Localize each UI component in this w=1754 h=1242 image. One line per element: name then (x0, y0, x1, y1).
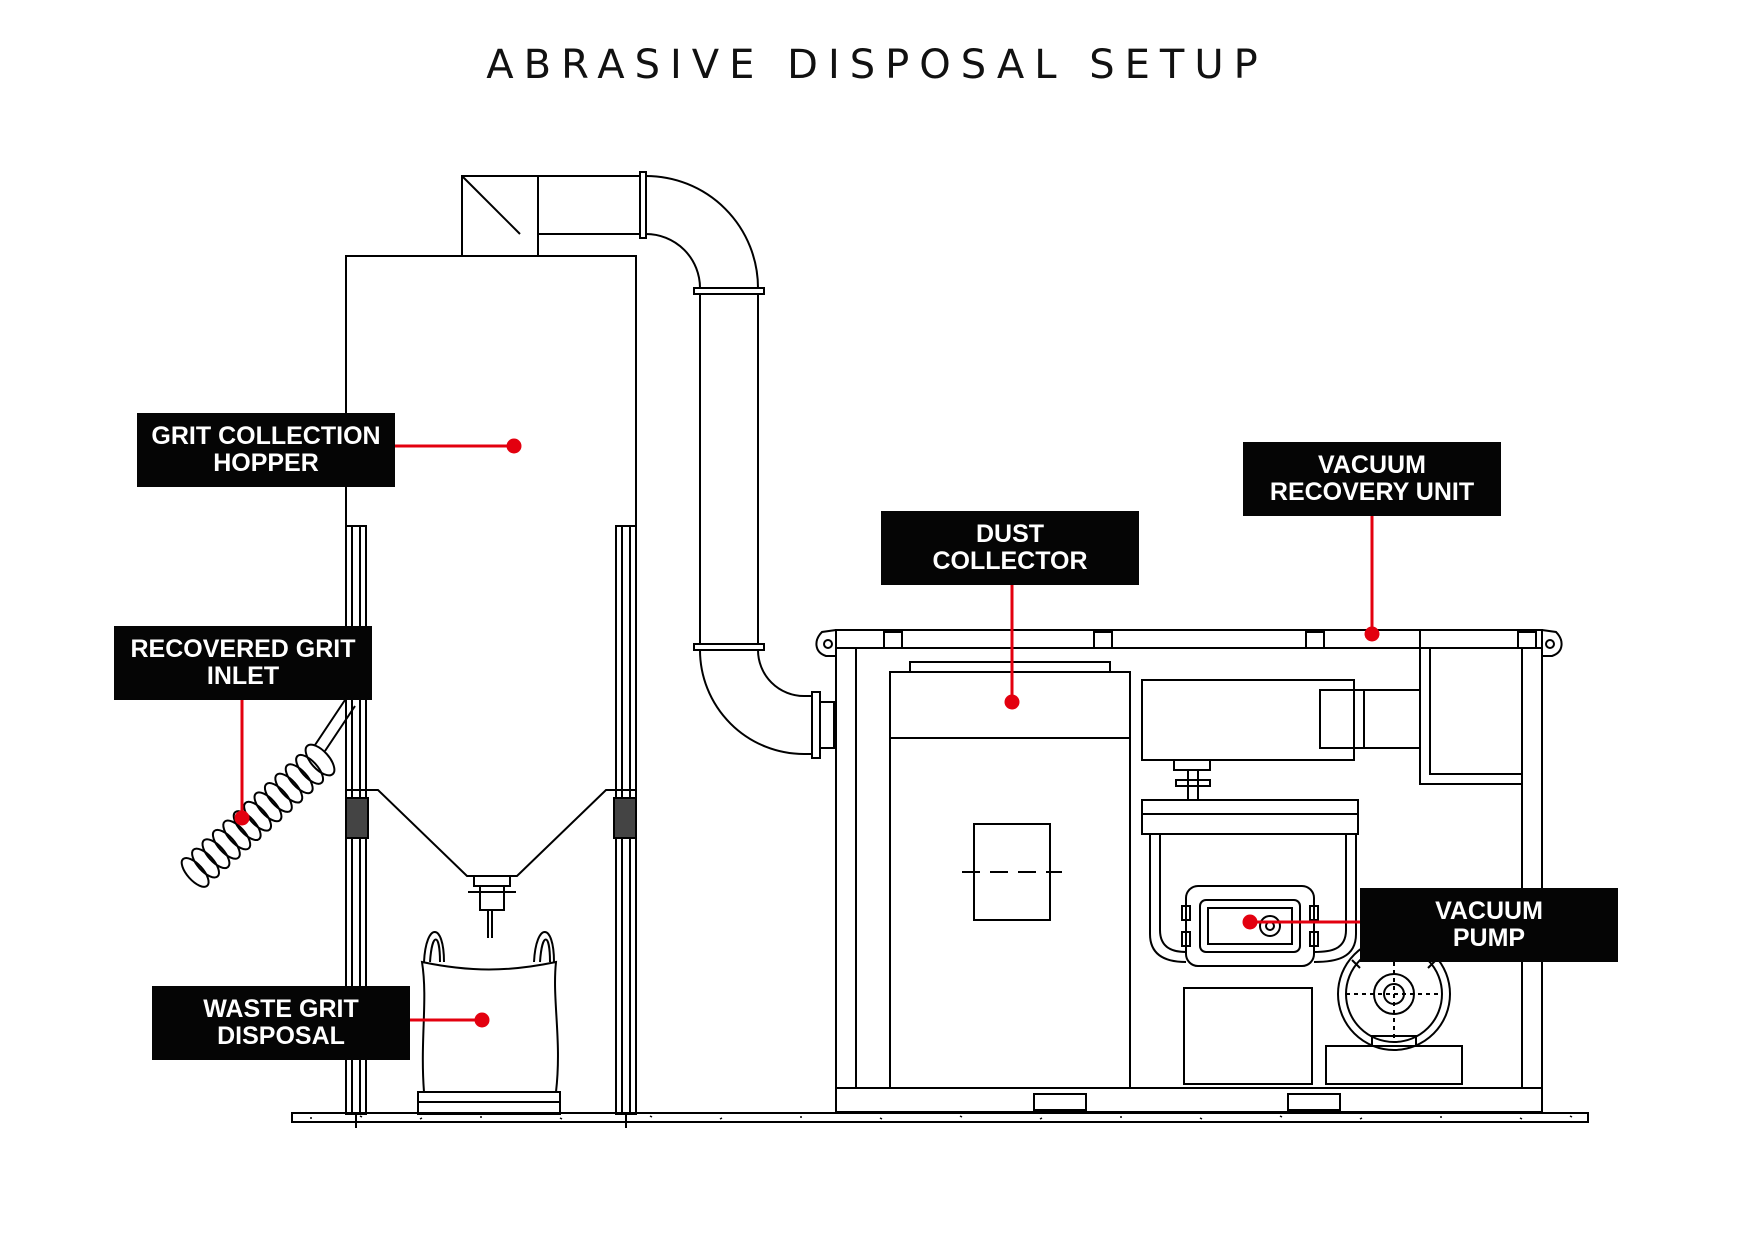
hopper-callout-dot (506, 438, 522, 454)
dust-callout-dot (1004, 694, 1020, 710)
label-dust-collector: DUST COLLECTOR (881, 511, 1139, 585)
inlet-callout-dot (234, 810, 250, 826)
label-hopper-line1: GRIT COLLECTION (151, 422, 381, 450)
label-waste-line1: WASTE GRIT (203, 995, 359, 1023)
label-inlet-line2: INLET (206, 662, 280, 690)
label-dust-line2: COLLECTOR (932, 547, 1088, 575)
page-title: ABRASIVE DISPOSAL SETUP (486, 42, 1268, 88)
label-pump-line1: VACUUM (1435, 897, 1543, 925)
waste-grit-bag (417, 931, 561, 1115)
label-waste-line2: DISPOSAL (217, 1022, 345, 1050)
label-vacuum-pump: VACUUM PUMP (1360, 888, 1618, 962)
label-vacuum-recovery-unit: VACUUM RECOVERY UNIT (1243, 442, 1501, 516)
label-pump-line2: PUMP (1452, 924, 1526, 952)
label-dust-line1: DUST (975, 520, 1045, 548)
silencer-ducting (1141, 630, 1522, 963)
vru-callout-dot (1364, 626, 1380, 642)
label-recovered-grit-inlet: RECOVERED GRIT INLET (114, 626, 372, 700)
waste-callout-dot (474, 1012, 490, 1028)
label-vru-line2: RECOVERY UNIT (1269, 478, 1475, 506)
transfer-duct (538, 171, 835, 759)
label-waste-grit-disposal: WASTE GRIT DISPOSAL (152, 986, 410, 1060)
label-vru-line1: VACUUM (1318, 451, 1426, 479)
recovered-grit-hose (180, 699, 356, 888)
label-grit-collection-hopper: GRIT COLLECTION HOPPER (137, 413, 395, 487)
vacuum-pump (1181, 885, 1319, 1085)
label-hopper-line2: HOPPER (213, 449, 319, 477)
callout-dots (234, 438, 1380, 1028)
pump-callout-dot (1242, 914, 1258, 930)
vacuum-recovery-unit-frame (815, 629, 1563, 1113)
callout-lines (240, 444, 1374, 1022)
label-inlet-line1: RECOVERED GRIT (130, 635, 356, 663)
dust-collector (889, 661, 1131, 1089)
